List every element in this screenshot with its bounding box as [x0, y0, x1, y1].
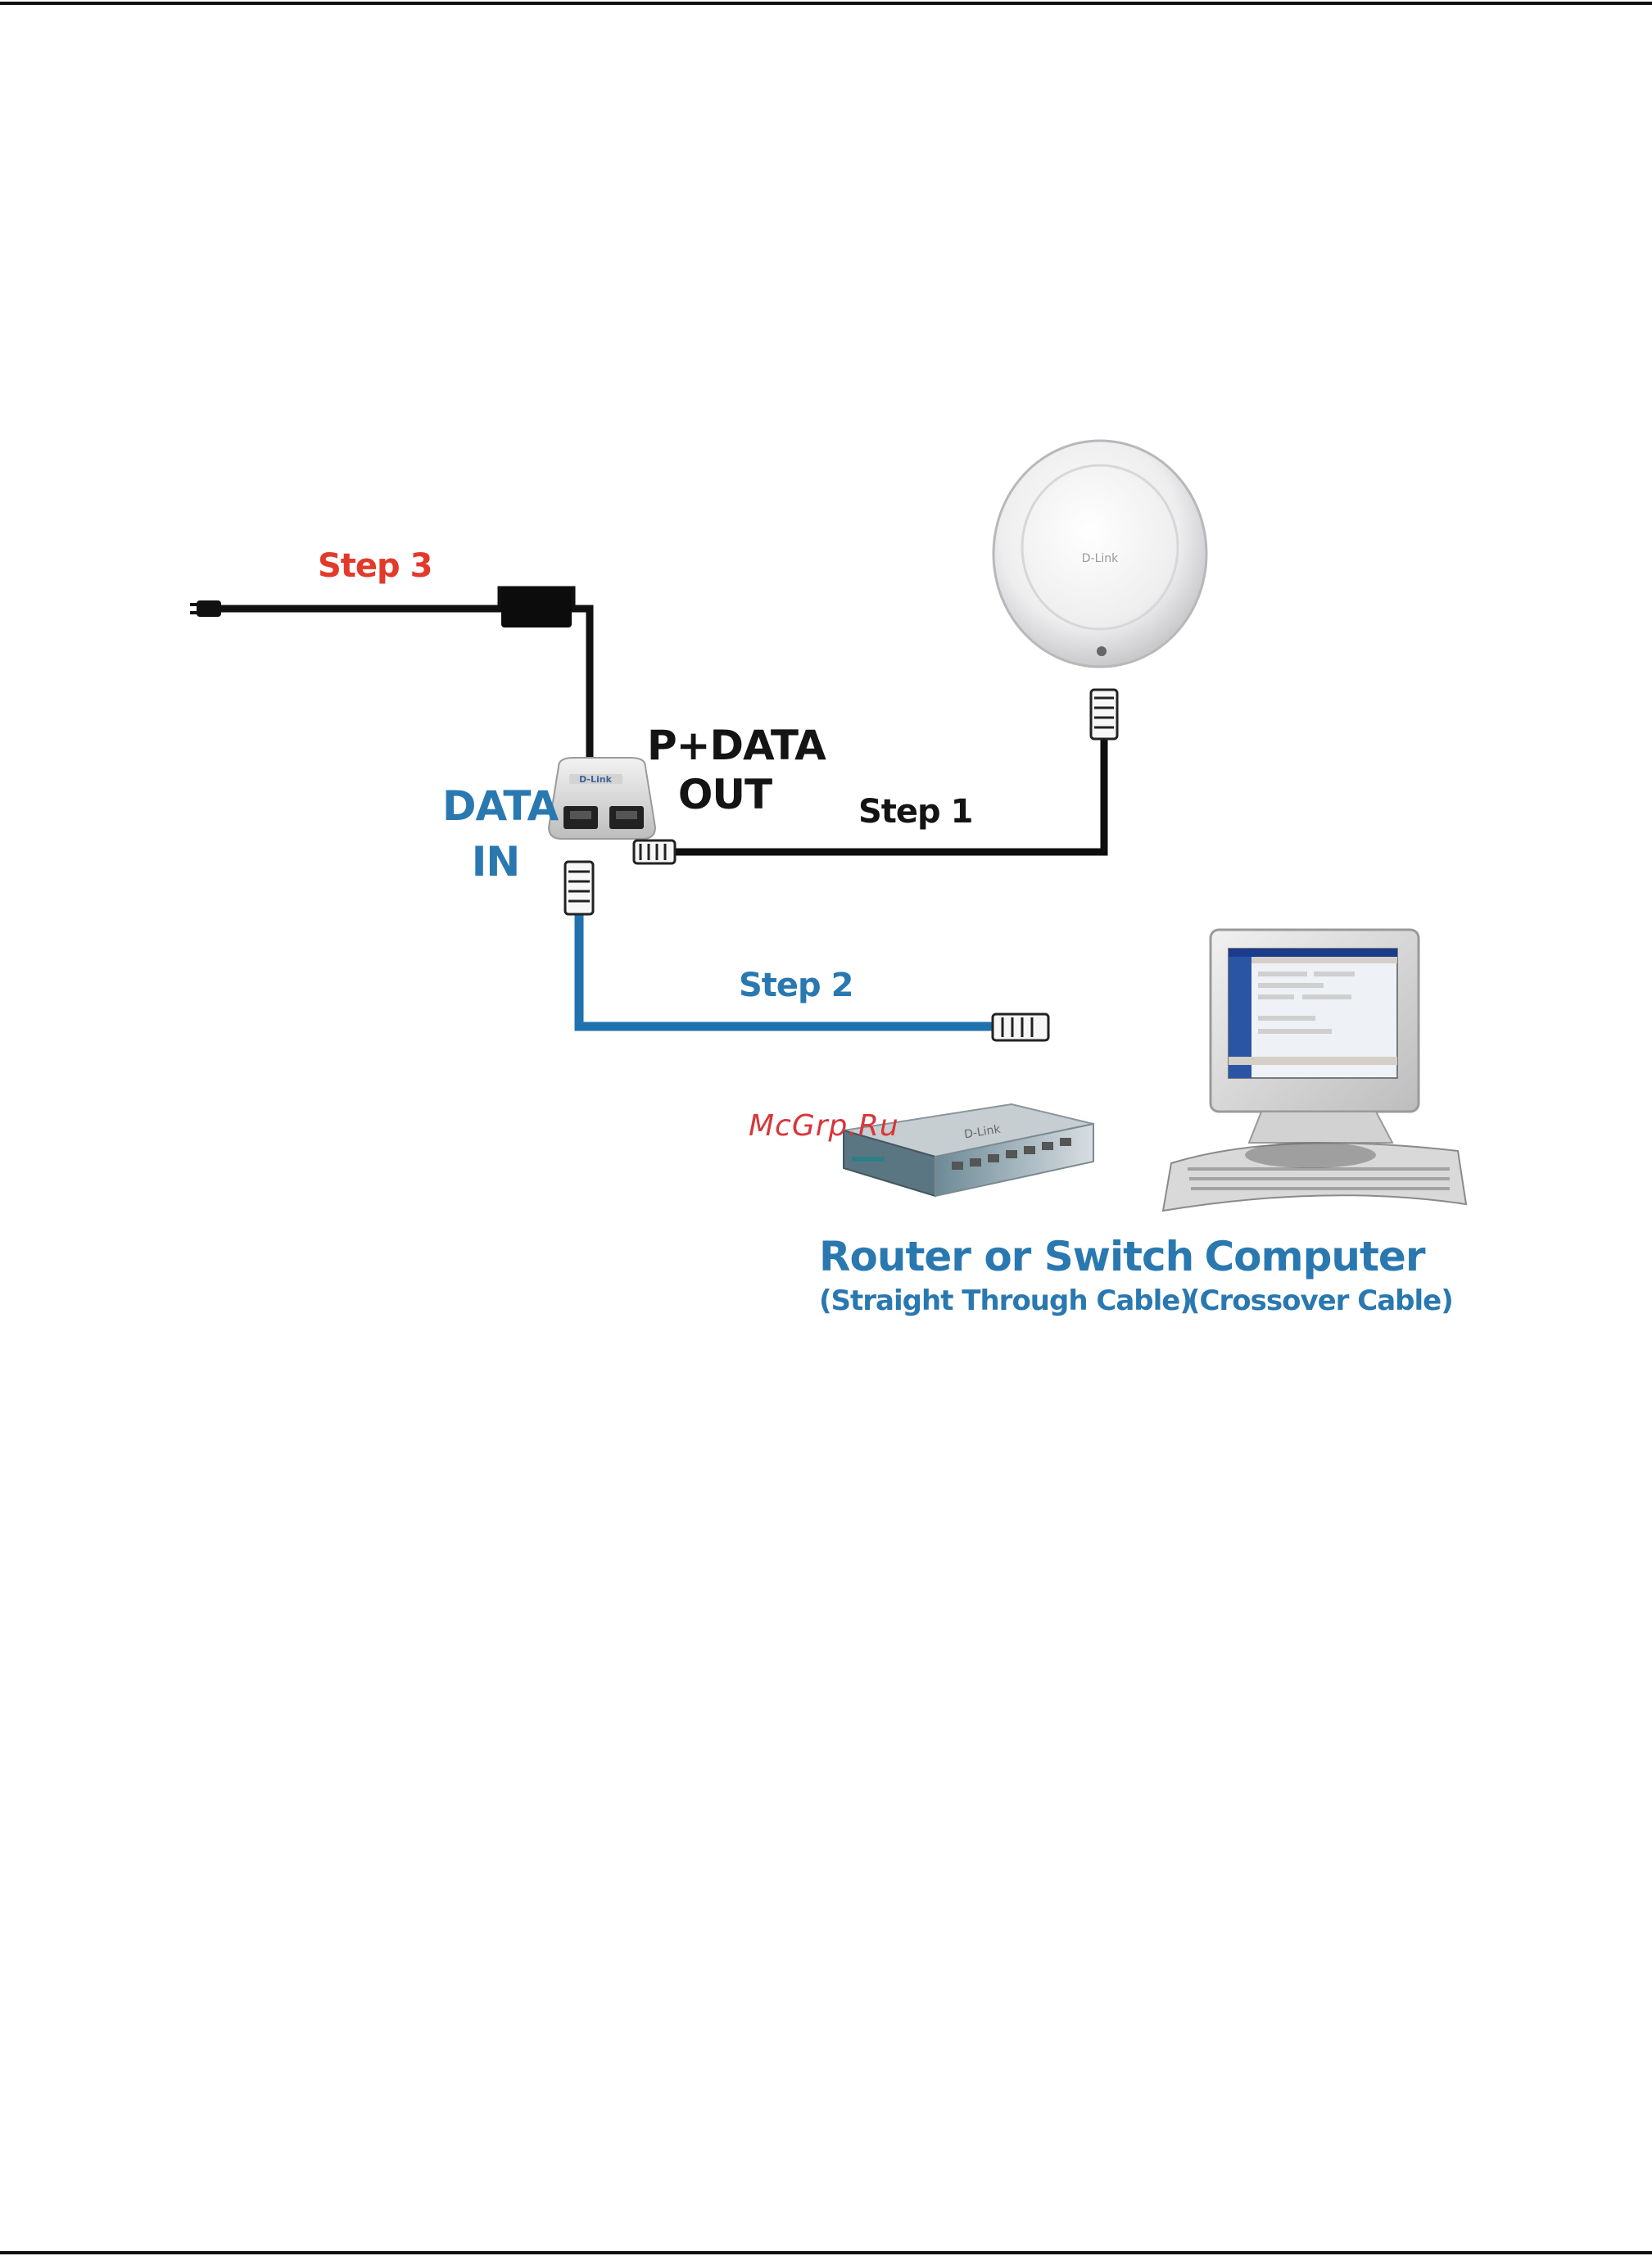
pdata-out-label: P+DATA OUT: [647, 721, 803, 819]
rj45-connector-icon: [1091, 690, 1117, 739]
data-in-cable: [565, 862, 1048, 1040]
power-cable: [190, 587, 590, 766]
router-switch-subtitle: (Straight Through Cable): [819, 1284, 1163, 1317]
data-in-line1: DATA: [442, 778, 549, 834]
watermark-text: McGrp.Ru: [749, 1109, 899, 1143]
data-in-label: DATA IN: [442, 778, 549, 890]
rj45-connector-icon: [565, 862, 593, 914]
access-point: D-Link: [993, 441, 1206, 667]
computer-title: Computer: [1188, 1233, 1442, 1280]
pdata-out-line2: OUT: [647, 770, 803, 819]
step1-label: Step 1: [858, 793, 972, 831]
step3-label: Step 3: [318, 547, 432, 585]
power-adapter-brick: [501, 587, 572, 627]
monitor-stand: [1249, 1112, 1392, 1143]
access-point-brand-text: D-Link: [1082, 552, 1119, 565]
step2-label: Step 2: [739, 967, 853, 1004]
computer: [1163, 930, 1466, 1211]
router-switch-title: Router or Switch: [819, 1233, 1163, 1280]
data-in-line2: IN: [442, 834, 549, 890]
power-plug-icon: [190, 600, 221, 617]
injector-brand-text: D-Link: [579, 774, 613, 785]
rj45-connector-icon: [993, 1014, 1048, 1040]
computer-subtitle: (Crossover Cable): [1188, 1284, 1442, 1317]
pdata-out-line1: P+DATA: [647, 721, 803, 770]
poe-injector: D-Link: [549, 758, 655, 839]
rj45-connector-icon: [634, 840, 675, 863]
